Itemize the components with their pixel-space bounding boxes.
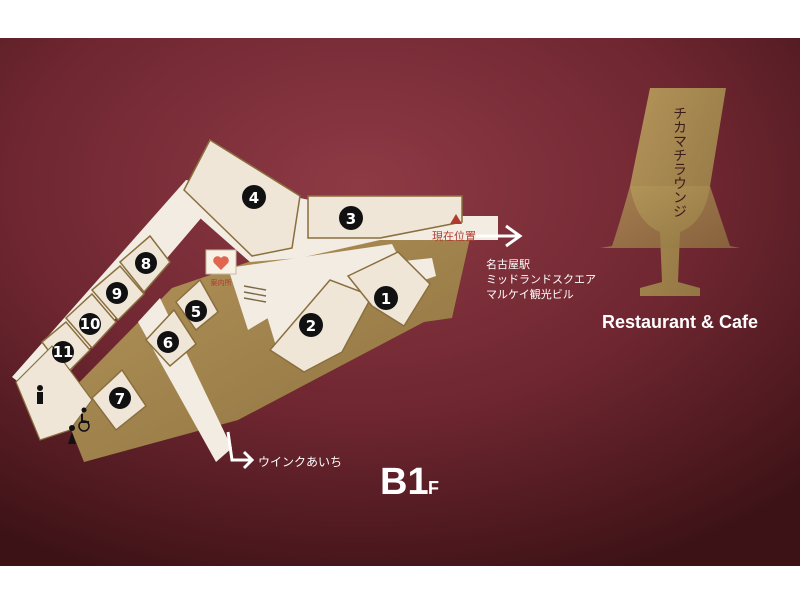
- svg-text:チカマチラウンジ: チカマチラウンジ: [672, 106, 688, 218]
- floor-label: B1 F: [380, 461, 439, 503]
- restroom-icons: [37, 385, 90, 444]
- svg-text:名古屋駅: 名古屋駅: [486, 257, 530, 271]
- shop-number-3: 3: [339, 206, 363, 230]
- svg-text:11: 11: [53, 343, 74, 361]
- shop-number-2: 2: [299, 313, 323, 337]
- svg-text:4: 4: [249, 189, 259, 207]
- svg-text:ウインクあいち: ウインクあいち: [258, 455, 342, 469]
- svg-text:8: 8: [141, 255, 151, 273]
- current-location-marker: 現在位置: [432, 214, 476, 243]
- svg-text:2: 2: [306, 317, 316, 335]
- svg-text:9: 9: [112, 285, 122, 303]
- wheelchair-icon: [78, 407, 90, 432]
- bottom-margin: [0, 566, 800, 600]
- info-desk: 案内所: [205, 249, 237, 287]
- top-margin: [0, 0, 800, 38]
- shop-number-8: 8: [135, 252, 157, 274]
- escalator-icon: [243, 285, 267, 303]
- svg-text:ミッドランドスクエア: ミッドランドスクエア: [486, 273, 596, 286]
- shop-number-11: 11: [52, 341, 74, 363]
- shop-number-9: 9: [106, 282, 128, 304]
- svg-text:現在位置: 現在位置: [432, 229, 476, 243]
- svg-text:5: 5: [191, 303, 201, 321]
- arrow-right-icon: [476, 224, 523, 248]
- svg-text:3: 3: [346, 210, 356, 228]
- svg-text:1: 1: [381, 290, 391, 308]
- location-triangle-icon: [450, 214, 462, 224]
- svg-text:6: 6: [163, 334, 173, 352]
- svg-text:F: F: [428, 478, 439, 498]
- shop-number-1: 1: [374, 286, 398, 310]
- shop-block-4: [183, 138, 301, 257]
- svg-text:7: 7: [115, 390, 125, 408]
- heart-icon: [213, 256, 229, 270]
- exit-east: 名古屋駅 ミッドランドスクエア マルケイ観光ビル: [476, 224, 596, 301]
- exit-south: ウインクあいち: [226, 431, 342, 470]
- person-icon: [37, 385, 43, 404]
- shop-number-4: 4: [242, 185, 266, 209]
- shop-numbers: 1 2 3 4 5 6 7 8 9 10 11: [52, 185, 398, 409]
- person-icon: [68, 425, 76, 444]
- shop-number-10: 10: [79, 313, 101, 335]
- arrow-down-right-icon: [226, 431, 255, 470]
- svg-text:B1: B1: [380, 461, 429, 503]
- shop-number-6: 6: [157, 331, 179, 353]
- svg-text:マルケイ観光ビル: マルケイ観光ビル: [486, 287, 574, 301]
- shop-number-5: 5: [185, 300, 207, 322]
- svg-text:Restaurant & Cafe: Restaurant & Cafe: [602, 312, 758, 332]
- shop-number-7: 7: [109, 387, 131, 409]
- lounge-logo: チカマチラウンジ Restaurant & Cafe: [600, 88, 758, 332]
- svg-text:10: 10: [80, 315, 101, 333]
- svg-text:案内所: 案内所: [211, 278, 232, 287]
